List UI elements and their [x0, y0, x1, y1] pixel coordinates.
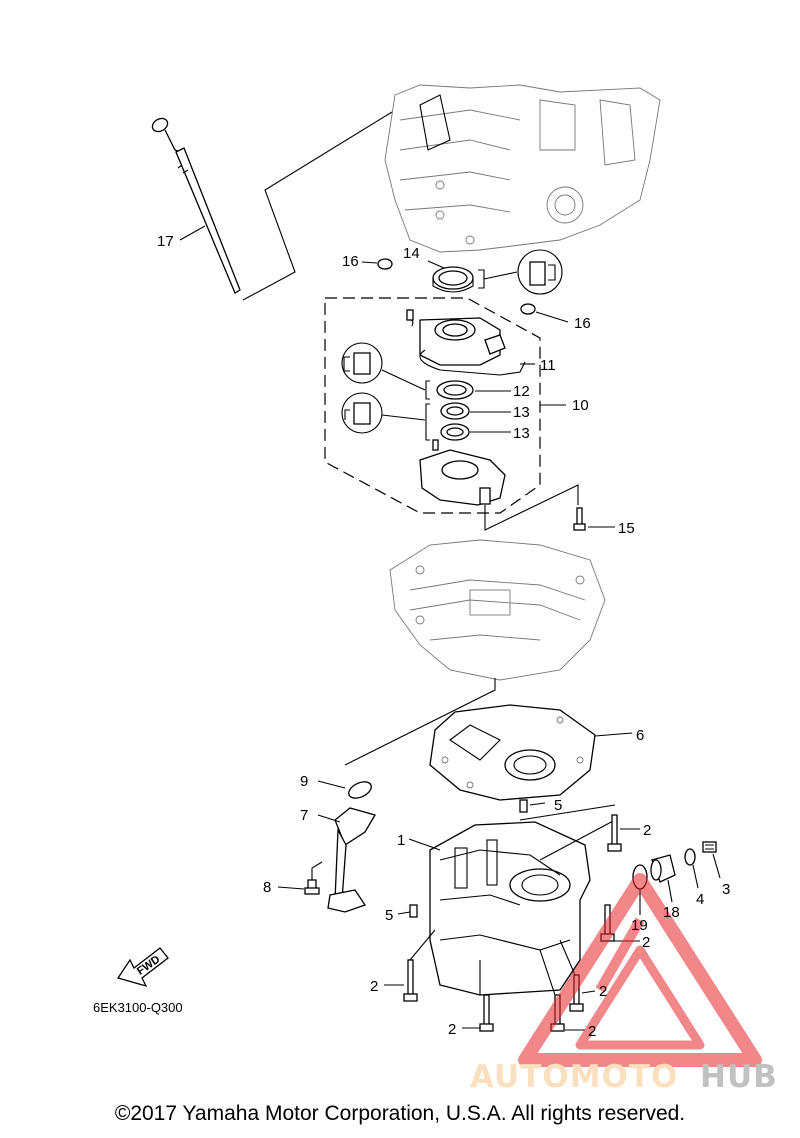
- bearing-13-upper: [440, 402, 470, 420]
- lubricant-icon-left-lower: [341, 392, 383, 434]
- watermark-text-left: AUTOMOTO: [470, 1059, 678, 1095]
- dowel-pin-upper: [519, 799, 528, 813]
- callout-16-right: 16: [574, 315, 591, 332]
- gasket-6: [429, 704, 596, 801]
- pump-housing-upper: [406, 309, 506, 366]
- bolt-2-c: [403, 959, 418, 1002]
- callout-6: 6: [636, 727, 644, 744]
- engine-lower-case: [389, 539, 606, 681]
- o-ring-9: [348, 781, 372, 799]
- oil-pan: [429, 821, 591, 996]
- o-ring-left: [377, 258, 393, 270]
- oil-seal-top: [432, 266, 474, 293]
- callout-3: 3: [722, 881, 730, 898]
- callout-4: 4: [696, 891, 704, 908]
- bolt-8: [304, 879, 320, 895]
- part-code: 6EK3100-Q300: [93, 1000, 183, 1015]
- engine-block: [384, 84, 661, 253]
- callout-2-c: 2: [370, 978, 378, 995]
- o-ring-right: [520, 303, 536, 315]
- bolt-15: [573, 507, 586, 531]
- callout-5-upper: 5: [554, 797, 562, 814]
- callout-2-f: 2: [588, 1023, 596, 1040]
- dowel-pin-lower: [409, 904, 418, 918]
- callout-18: 18: [663, 904, 680, 921]
- drain-fitting-18: [650, 854, 676, 883]
- callout-17: 17: [157, 233, 174, 250]
- callout-15: 15: [618, 520, 635, 537]
- callout-12: 12: [513, 383, 530, 400]
- bolt-2-a: [607, 814, 622, 852]
- oil-seal-12: [436, 380, 474, 400]
- callout-1: 1: [397, 832, 405, 849]
- bearing-13-lower: [440, 423, 470, 441]
- callout-7: 7: [300, 807, 308, 824]
- callout-14: 14: [403, 245, 420, 262]
- drain-plug-3: [702, 841, 717, 853]
- bolt-2-d: [479, 994, 494, 1032]
- watermark-text-right: HUB: [700, 1059, 778, 1095]
- callout-10: 10: [572, 397, 589, 414]
- callout-2-b: 2: [642, 934, 650, 951]
- oil-strainer: [327, 807, 376, 913]
- fwd-arrow-icon: FWD: [116, 947, 169, 988]
- callout-13-upper: 13: [513, 404, 530, 421]
- callout-9: 9: [300, 773, 308, 790]
- callout-19: 19: [631, 917, 648, 934]
- lubricant-icon-left-upper: [341, 342, 383, 384]
- lubricant-icon-top: [517, 249, 563, 295]
- callout-16-left: 16: [342, 253, 359, 270]
- watermark-logo: AUTOMOTO HUB: [470, 873, 778, 1095]
- assembly-group-outline: [324, 297, 541, 514]
- callout-11: 11: [540, 357, 556, 374]
- pump-housing-lower: [419, 439, 506, 506]
- callout-2-a: 2: [643, 822, 651, 839]
- callout-13-lower: 13: [513, 425, 530, 442]
- callout-2-d: 2: [448, 1021, 456, 1038]
- gasket-4: [684, 848, 696, 866]
- copyright-notice: ©2017 Yamaha Motor Corporation, U.S.A. A…: [114, 1102, 686, 1125]
- callout-5-lower: 5: [385, 907, 393, 924]
- callout-8: 8: [263, 879, 271, 896]
- dipstick: [151, 117, 241, 294]
- callout-2-e: 2: [599, 983, 607, 1000]
